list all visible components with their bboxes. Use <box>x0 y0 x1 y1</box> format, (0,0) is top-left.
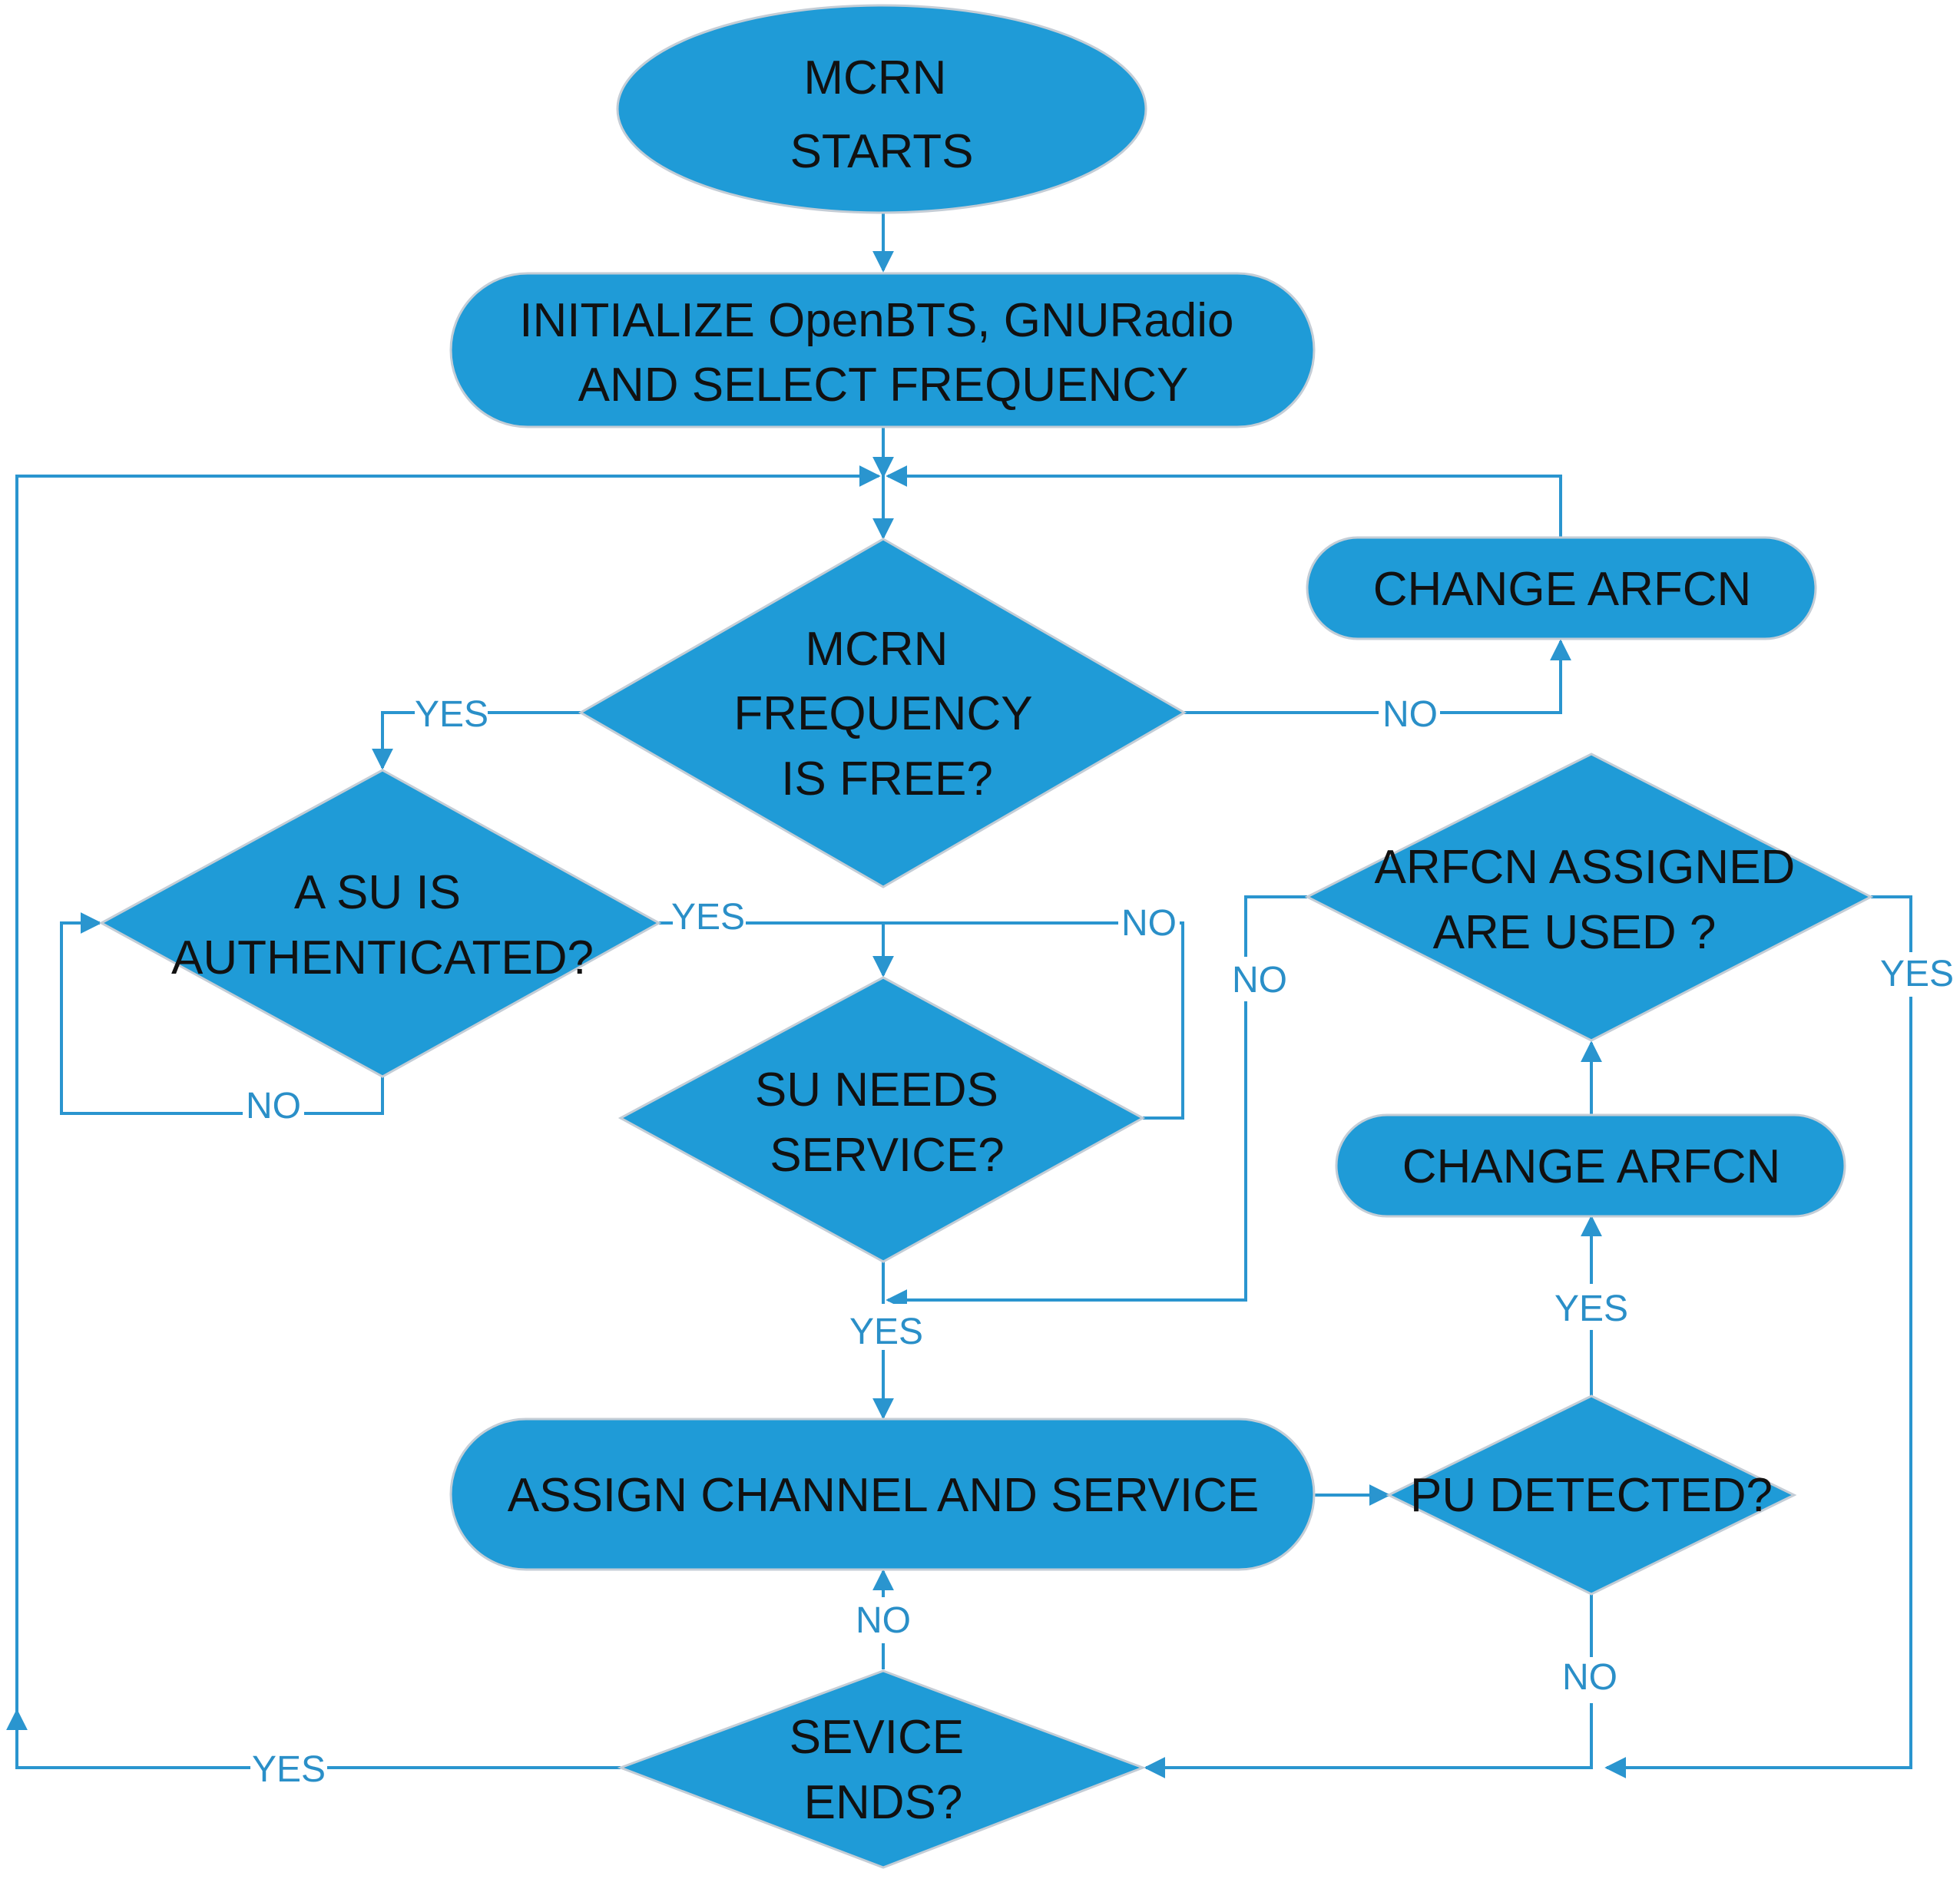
change-arfcn-1-box <box>1306 536 1817 640</box>
start-ellipse <box>616 4 1147 214</box>
edge-change-arfcn-1-to-merge <box>886 465 1562 538</box>
label-bg <box>845 1304 922 1350</box>
label-freq-free-no: NO <box>1382 694 1438 735</box>
su-needs-label-line-1: SU NEEDS <box>755 1064 998 1116</box>
svg-text:MCRN FREQUENCY IS: MCRN FREQUENCY IS FREE? <box>733 623 1045 806</box>
label-bg <box>1559 1657 1624 1703</box>
label-bg <box>1379 688 1440 733</box>
freq-free-label-line-3: IS FREE? <box>781 753 993 806</box>
node-assign: ASSIGN CHANNEL AND SERVICE <box>449 1418 1316 1571</box>
pu-detected-diamond <box>1386 1394 1797 1596</box>
label-bg <box>1227 957 1289 1001</box>
edge-arfcn-used-yes <box>1604 895 1912 1778</box>
change-arfcn-1-label: CHANGE ARFCN <box>1373 563 1752 616</box>
su-needs-label-line-2: SERVICE? <box>770 1129 1005 1182</box>
service-ends-label-line-2: ENDS? <box>804 1776 963 1829</box>
freq-free-diamond <box>578 538 1187 888</box>
node-pu-detected: PU DETECTED? <box>1386 1394 1797 1596</box>
label-pu-detected-yes: YES <box>1554 1289 1628 1329</box>
init-label-line-1: INITIALIZE OpenBTS, GNURadio <box>519 294 1233 347</box>
su-auth-label-line-2: AUTHENTICATED? <box>171 931 594 984</box>
node-freq-free: MCRN FREQUENCY IS FREE? <box>578 538 1187 888</box>
su-auth-label-line-1: A SU IS <box>294 866 461 919</box>
svg-text:SU NEEDS SERVICE?: SU NEEDS SERVICE? <box>755 1064 1011 1182</box>
start-label-line-2: STARTS <box>790 125 974 178</box>
label-bg <box>1879 952 1955 997</box>
arfcn-used-diamond <box>1304 753 1874 1042</box>
label-arfcn-used-no: NO <box>1232 960 1287 1001</box>
edge-freq-free-no <box>1184 639 1571 714</box>
pu-detected-label: PU DETECTED? <box>1410 1469 1773 1522</box>
edge-su-auth-no <box>60 912 384 1115</box>
change-arfcn-2-box <box>1335 1113 1846 1218</box>
svg-text:INITIALIZE OpenBTS, GNURadio: INITIALIZE OpenBTS, GNURadio AND SELECT … <box>519 294 1247 412</box>
svg-text:A SU IS AUTHENTICATED?: A SU IS AUTHENTICATED? <box>171 866 594 984</box>
node-change-arfcn-1: CHANGE ARFCN <box>1306 536 1817 640</box>
label-su-auth-yes: YES <box>671 897 745 938</box>
svg-text:MCRN STARTS: MCRN STARTS <box>790 51 974 178</box>
start-label-line-1: MCRN <box>803 51 946 104</box>
svg-text:ARFCN ASSIGNED ARE USED: ARFCN ASSIGNED ARE USED ? <box>1374 841 1808 959</box>
edge-freq-free-yes <box>372 711 581 770</box>
init-box <box>449 272 1316 428</box>
freq-free-label-line-2: FREQUENCY <box>733 687 1031 740</box>
label-su-needs-yes: YES <box>849 1312 923 1352</box>
change-arfcn-2-label: CHANGE ARFCN <box>1402 1140 1781 1193</box>
edge-arfcn-used-no <box>886 895 1307 1311</box>
node-start: MCRN STARTS <box>616 4 1147 214</box>
label-bg <box>1118 900 1180 944</box>
node-su-auth: A SU IS AUTHENTICATED? <box>98 769 662 1078</box>
arfcn-used-label-line-2: ARE USED ? <box>1433 906 1717 959</box>
label-su-needs-no: NO <box>1121 903 1177 944</box>
label-freq-free-yes: YES <box>415 694 488 735</box>
su-needs-diamond <box>617 976 1146 1263</box>
node-arfcn-used: ARFCN ASSIGNED ARE USED ? <box>1304 753 1874 1042</box>
label-bg <box>250 1745 327 1789</box>
node-su-needs: SU NEEDS SERVICE? <box>617 976 1146 1263</box>
assign-label: ASSIGN CHANNEL AND SERVICE <box>508 1469 1260 1522</box>
label-bg <box>243 1090 304 1135</box>
edge-su-needs-no <box>883 921 1184 1120</box>
edge-pu-detected-no <box>1144 1594 1593 1778</box>
label-bg <box>415 688 488 733</box>
assign-box <box>449 1418 1316 1571</box>
su-auth-diamond <box>98 769 662 1078</box>
label-bg <box>673 895 746 940</box>
label-bg <box>851 1597 915 1643</box>
label-pu-detected-no: NO <box>1562 1657 1617 1698</box>
node-init: INITIALIZE OpenBTS, GNURadio AND SELECT … <box>449 272 1316 428</box>
svg-text:SEVICE ENDS?: SEVICE ENDS? <box>790 1711 978 1829</box>
label-arfcn-used-yes: YES <box>1880 954 1954 994</box>
label-su-auth-no: NO <box>246 1086 301 1126</box>
edge-labels: YES NO YES NO NO YES NO YES YES NO NO YE… <box>243 688 1955 1790</box>
init-label-line-2: AND SELECT FREQUENCY <box>578 359 1189 412</box>
arfcn-used-label-line-1: ARFCN ASSIGNED <box>1374 841 1795 894</box>
label-service-ends-yes: YES <box>252 1749 326 1790</box>
label-service-ends-no: NO <box>856 1600 911 1641</box>
node-change-arfcn-2: CHANGE ARFCN <box>1335 1113 1846 1218</box>
node-service-ends: SEVICE ENDS? <box>617 1669 1147 1869</box>
freq-free-label-line-1: MCRN <box>805 623 948 676</box>
label-bg <box>1551 1284 1628 1330</box>
service-ends-label-line-1: SEVICE <box>790 1711 964 1764</box>
service-ends-diamond <box>617 1669 1147 1869</box>
